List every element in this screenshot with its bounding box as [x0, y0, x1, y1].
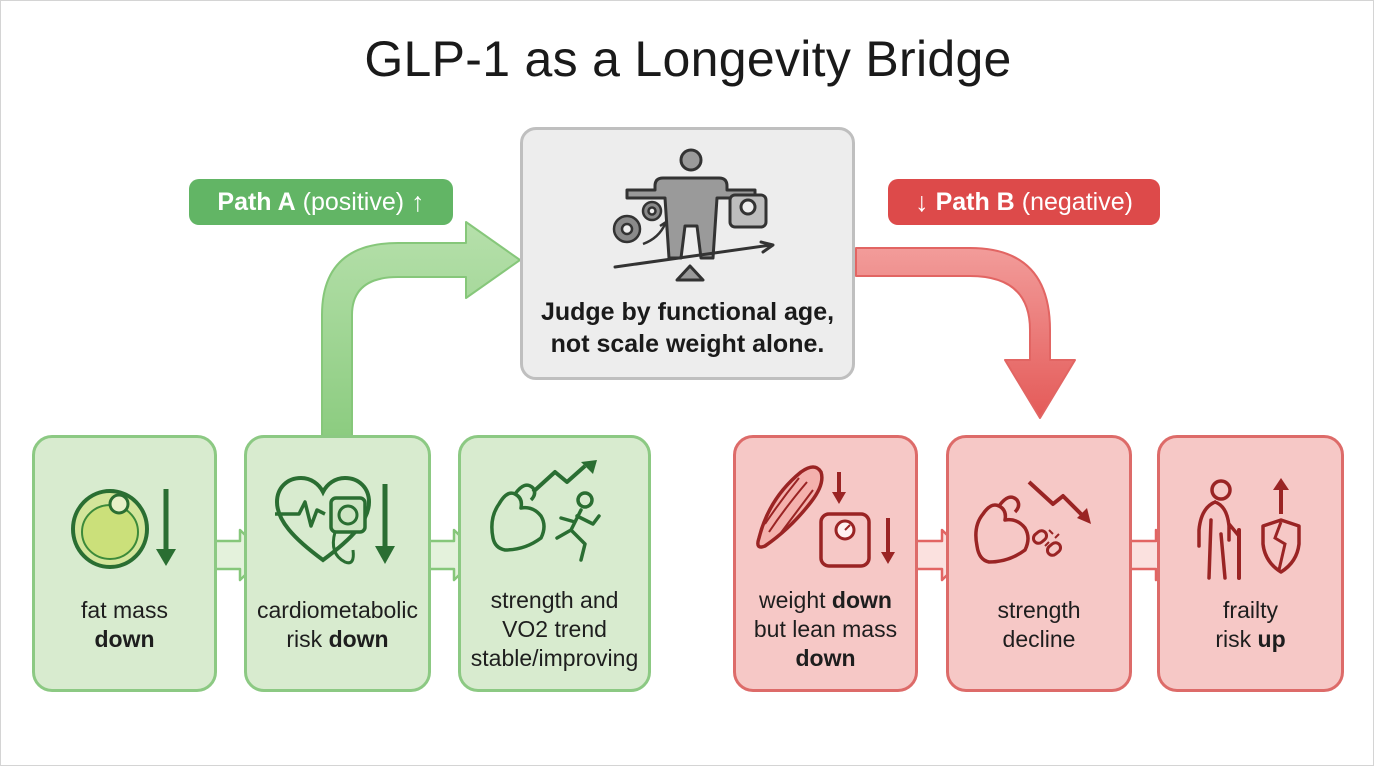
path-b-step-2-label: strength decline [949, 596, 1129, 654]
path-b-label-rest: (negative) [1021, 187, 1133, 216]
text-run-bold: down [831, 587, 892, 613]
up-arrow-icon: ↑ [411, 186, 425, 217]
path-b-step-3-label: frailty risk up [1160, 596, 1341, 654]
text-run-bold: down [795, 645, 856, 671]
path-a-arrow [321, 221, 521, 437]
text-run-bold: down [94, 626, 155, 652]
path-b-arrow [855, 247, 1076, 419]
text-run: risk [1215, 626, 1258, 652]
path-a-step-2: cardiometabolic risk down [244, 435, 431, 692]
fat-cell-icon [70, 489, 176, 569]
elderly-cane-shield-icon [1196, 478, 1301, 580]
weak-arm-broken-chain-icon [974, 480, 1091, 564]
text-run: cardiometabolic [256, 597, 419, 623]
text-run-bold: down [328, 626, 389, 652]
path-a-label-strong: Path A [217, 187, 296, 216]
center-line-2: not scale weight alone. [550, 330, 825, 358]
path-b-step-1-label: weight down but lean mass down [736, 586, 915, 673]
heart-blood-pressure-icon [274, 475, 395, 565]
strength-runner-icon [489, 460, 601, 562]
text-run: but lean mass [753, 616, 898, 642]
text-run: weight [759, 587, 832, 613]
down-arrow-icon: ↓ [915, 186, 929, 217]
path-b-step-1: weight down but lean mass down [733, 435, 918, 692]
text-run: stable/improving [470, 645, 639, 671]
muscle-scale-icon [755, 465, 895, 568]
text-run: strength and [490, 587, 619, 613]
path-a-step-2-label: cardiometabolic risk down [247, 596, 428, 654]
text-run: VO2 trend [502, 616, 607, 642]
text-run: risk [286, 626, 329, 652]
path-a-step-1: fat mass down [32, 435, 217, 692]
diagram-title: GLP-1 as a Longevity Bridge [364, 31, 1012, 87]
path-b-label-strong: Path B [935, 187, 1015, 216]
text-run: fat mass [81, 597, 168, 623]
center-message: Judge by functional age, not scale weigh… [523, 296, 852, 360]
text-run: frailty [1223, 597, 1278, 623]
center-line-1: Judge by functional age, [540, 298, 835, 326]
center-box: Judge by functional age, not scale weigh… [520, 127, 855, 380]
text-run-bold: up [1257, 626, 1286, 652]
path-a-step-1-label: fat mass down [35, 596, 214, 654]
path-b-step-3: frailty risk up [1157, 435, 1344, 692]
path-b-step-2: strength decline [946, 435, 1132, 692]
balance-person-scale-icon [612, 148, 775, 282]
path-a-label-rest: (positive) [302, 187, 405, 216]
path-a-step-3: strength and VO2 trend stable/improving [458, 435, 651, 692]
path-b-label: ↓ Path B (negative) [888, 179, 1160, 225]
text-run: strength [997, 597, 1081, 623]
path-a-step-3-label: strength and VO2 trend stable/improving [461, 586, 648, 673]
path-a-label: Path A (positive) ↑ [189, 179, 453, 225]
text-run: decline [1002, 626, 1076, 652]
